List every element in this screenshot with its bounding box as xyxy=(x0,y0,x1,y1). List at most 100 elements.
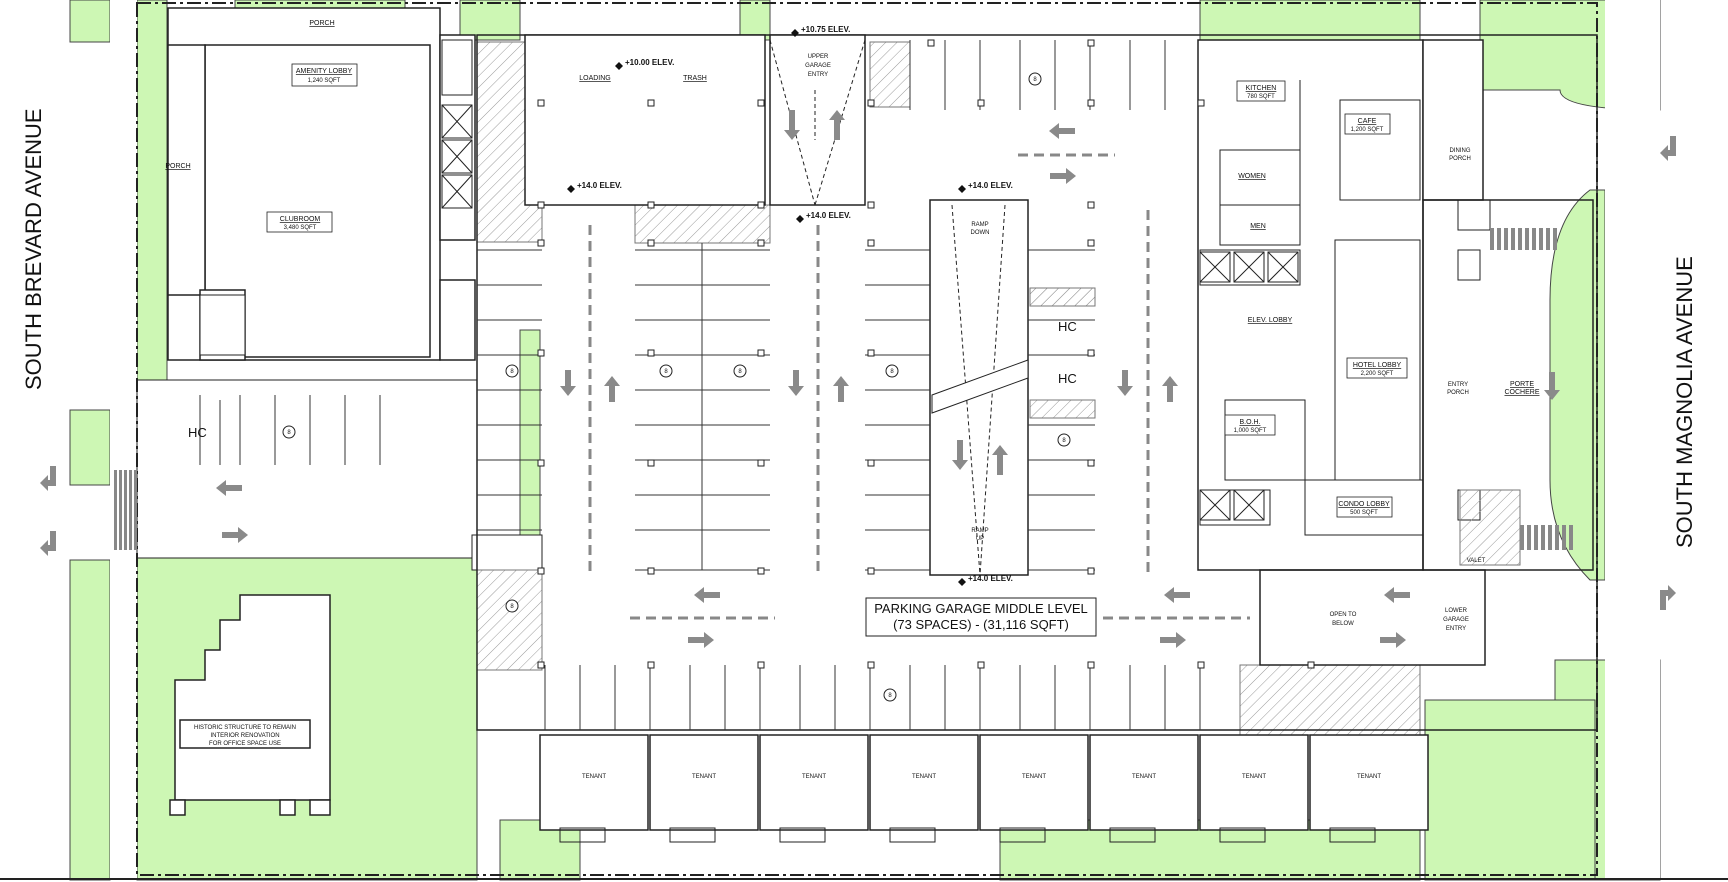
label-porch-top: PORCH xyxy=(309,20,334,27)
arrow-left xyxy=(1384,587,1410,603)
elevator-shafts-east xyxy=(1199,251,1299,521)
space-count: 8 xyxy=(510,604,514,610)
label-boh: B.O.H. xyxy=(1239,419,1260,426)
label-clubroom: CLUBROOM xyxy=(280,216,321,223)
elev-tag-140-c: +14.0 ELEV. xyxy=(968,181,1013,190)
tenant-units xyxy=(539,734,1429,831)
arrow-left xyxy=(216,480,242,496)
arrow-up xyxy=(604,376,620,402)
tenant-label: TENANT xyxy=(802,774,826,780)
garage-subtitle: (73 SPACES) - (31,116 SQFT) xyxy=(893,617,1069,632)
label-porch-left: PORCH xyxy=(165,163,190,170)
garage-title-box: PARKING GARAGE MIDDLE LEVEL (73 SPACES) … xyxy=(865,597,1097,637)
arrow-left xyxy=(1049,123,1075,139)
label-amenity-lobby-area: 1,240 SQFT xyxy=(308,78,341,84)
label-open-to-below-2: BELOW xyxy=(1332,621,1354,627)
label-porte-cochere-1: PORTE xyxy=(1510,381,1534,388)
label-ramp-down-2: DOWN xyxy=(971,230,990,236)
label-porte-cochere-2: COCHERE xyxy=(1504,389,1539,396)
label-trash: TRASH xyxy=(683,75,707,82)
elev-tag-140-b: +14.0 ELEV. xyxy=(806,211,851,220)
arrow-down xyxy=(784,110,800,140)
crosswalks xyxy=(114,228,1573,550)
label-hotel-lobby-area: 2,200 SQFT xyxy=(1361,371,1394,377)
label-condo-lobby: CONDO LOBBY xyxy=(1338,501,1390,508)
label-valet: VALET xyxy=(1467,558,1486,564)
arrow-down xyxy=(952,440,968,470)
hc-stripes xyxy=(1029,287,1096,307)
arrow-down xyxy=(1544,372,1560,400)
label-men: MEN xyxy=(1250,223,1266,230)
elev-tag-140-d: +14.0 ELEV. xyxy=(968,574,1013,583)
label-lower-garage-entry-2: GARAGE xyxy=(1443,617,1469,623)
arrow-turn xyxy=(40,466,56,491)
elev-tag-140-a: +14.0 ELEV. xyxy=(577,181,622,190)
tenant-label: TENANT xyxy=(1242,774,1266,780)
space-count: 8 xyxy=(1033,77,1037,83)
label-elev-lobby: ELEV. LOBBY xyxy=(1248,317,1293,324)
label-lower-garage-entry-3: ENTRY xyxy=(1446,626,1466,632)
label-lower-garage-entry-1: LOWER xyxy=(1445,608,1468,614)
arrow-left xyxy=(1164,587,1190,603)
label-clubroom-area: 3,480 SQFT xyxy=(284,225,317,231)
tenant-label: TENANT xyxy=(912,774,936,780)
hc-label: HC xyxy=(1058,319,1077,334)
label-kitchen-area: 780 SQFT xyxy=(1247,94,1275,100)
arrow-right xyxy=(1380,632,1406,648)
arrow-right xyxy=(688,632,714,648)
arrow-down xyxy=(1117,370,1133,396)
arrow-up xyxy=(1162,376,1178,402)
historic-structure xyxy=(169,594,331,816)
space-count: 8 xyxy=(890,369,894,375)
ramp-crossing xyxy=(931,359,1029,414)
label-condo-lobby-area: 500 SQFT xyxy=(1350,510,1378,516)
arrow-turn xyxy=(40,531,56,556)
label-dining-porch-2: PORCH xyxy=(1449,156,1471,162)
arrow-down xyxy=(560,370,576,396)
hc-label: HC xyxy=(1058,371,1077,386)
space-count: 8 xyxy=(510,369,514,375)
label-ramp-up-2: UP xyxy=(976,536,984,542)
label-cafe-area: 1,200 SQFT xyxy=(1351,127,1384,133)
street-label-east: SOUTH MAGNOLIA AVENUE xyxy=(1672,256,1697,548)
arrow-turn xyxy=(1660,585,1676,610)
arrow-up xyxy=(992,445,1008,475)
space-count: 8 xyxy=(738,369,742,375)
tenant-label: TENANT xyxy=(1132,774,1156,780)
label-historic-2: INTERIOR RENOVATION xyxy=(210,733,279,739)
garage-structure xyxy=(476,34,1598,731)
room-labels: PORCH PORCH AMENITY LOBBY 1,240 SQFT CLU… xyxy=(165,20,1539,747)
garage-title: PARKING GARAGE MIDDLE LEVEL xyxy=(874,601,1088,616)
label-dining-porch-1: DINING xyxy=(1450,148,1471,154)
space-count: 8 xyxy=(888,693,892,699)
label-ramp-down-1: RAMP xyxy=(971,222,988,228)
arrow-right xyxy=(222,527,248,543)
label-ramp-up-1: RAMP xyxy=(971,528,988,534)
arrow-up xyxy=(829,110,845,140)
tenant-labels: TENANT TENANT TENANT TENANT TENANT TENAN… xyxy=(582,774,1381,780)
elevator-shafts-west xyxy=(441,104,473,209)
label-hotel-lobby: HOTEL LOBBY xyxy=(1353,362,1402,369)
space-count-markers: 8 8 8 8 8 8 8 8 8 xyxy=(282,72,1071,702)
label-women: WOMEN xyxy=(1238,173,1266,180)
tenant-steps xyxy=(559,827,1376,843)
label-entry-porch-2: PORCH xyxy=(1447,390,1469,396)
label-loading: LOADING xyxy=(579,75,611,82)
elev-tag-1075: +10.75 ELEV. xyxy=(801,25,850,34)
arrow-left xyxy=(694,587,720,603)
label-historic-3: FOR OFFICE SPACE USE xyxy=(209,741,281,747)
label-boh-area: 1,000 SQFT xyxy=(1234,428,1267,434)
street-label-west: SOUTH BREVARD AVENUE xyxy=(21,108,46,390)
label-open-to-below-1: OPEN TO xyxy=(1330,612,1357,618)
elevation-tags: +10.75 ELEV. +10.00 ELEV. +14.0 ELEV. +1… xyxy=(567,25,1013,586)
label-historic-1: HISTORIC STRUCTURE TO REMAIN xyxy=(194,725,296,731)
label-upper-garage-entry-1: UPPER xyxy=(808,54,829,60)
space-count: 8 xyxy=(1062,438,1066,444)
hc-labels: HC HC HC xyxy=(188,319,1077,440)
arrow-down xyxy=(788,370,804,396)
columns xyxy=(537,39,1315,669)
label-cafe: CAFE xyxy=(1358,118,1377,125)
tenant-label: TENANT xyxy=(692,774,716,780)
tenant-label: TENANT xyxy=(1357,774,1381,780)
